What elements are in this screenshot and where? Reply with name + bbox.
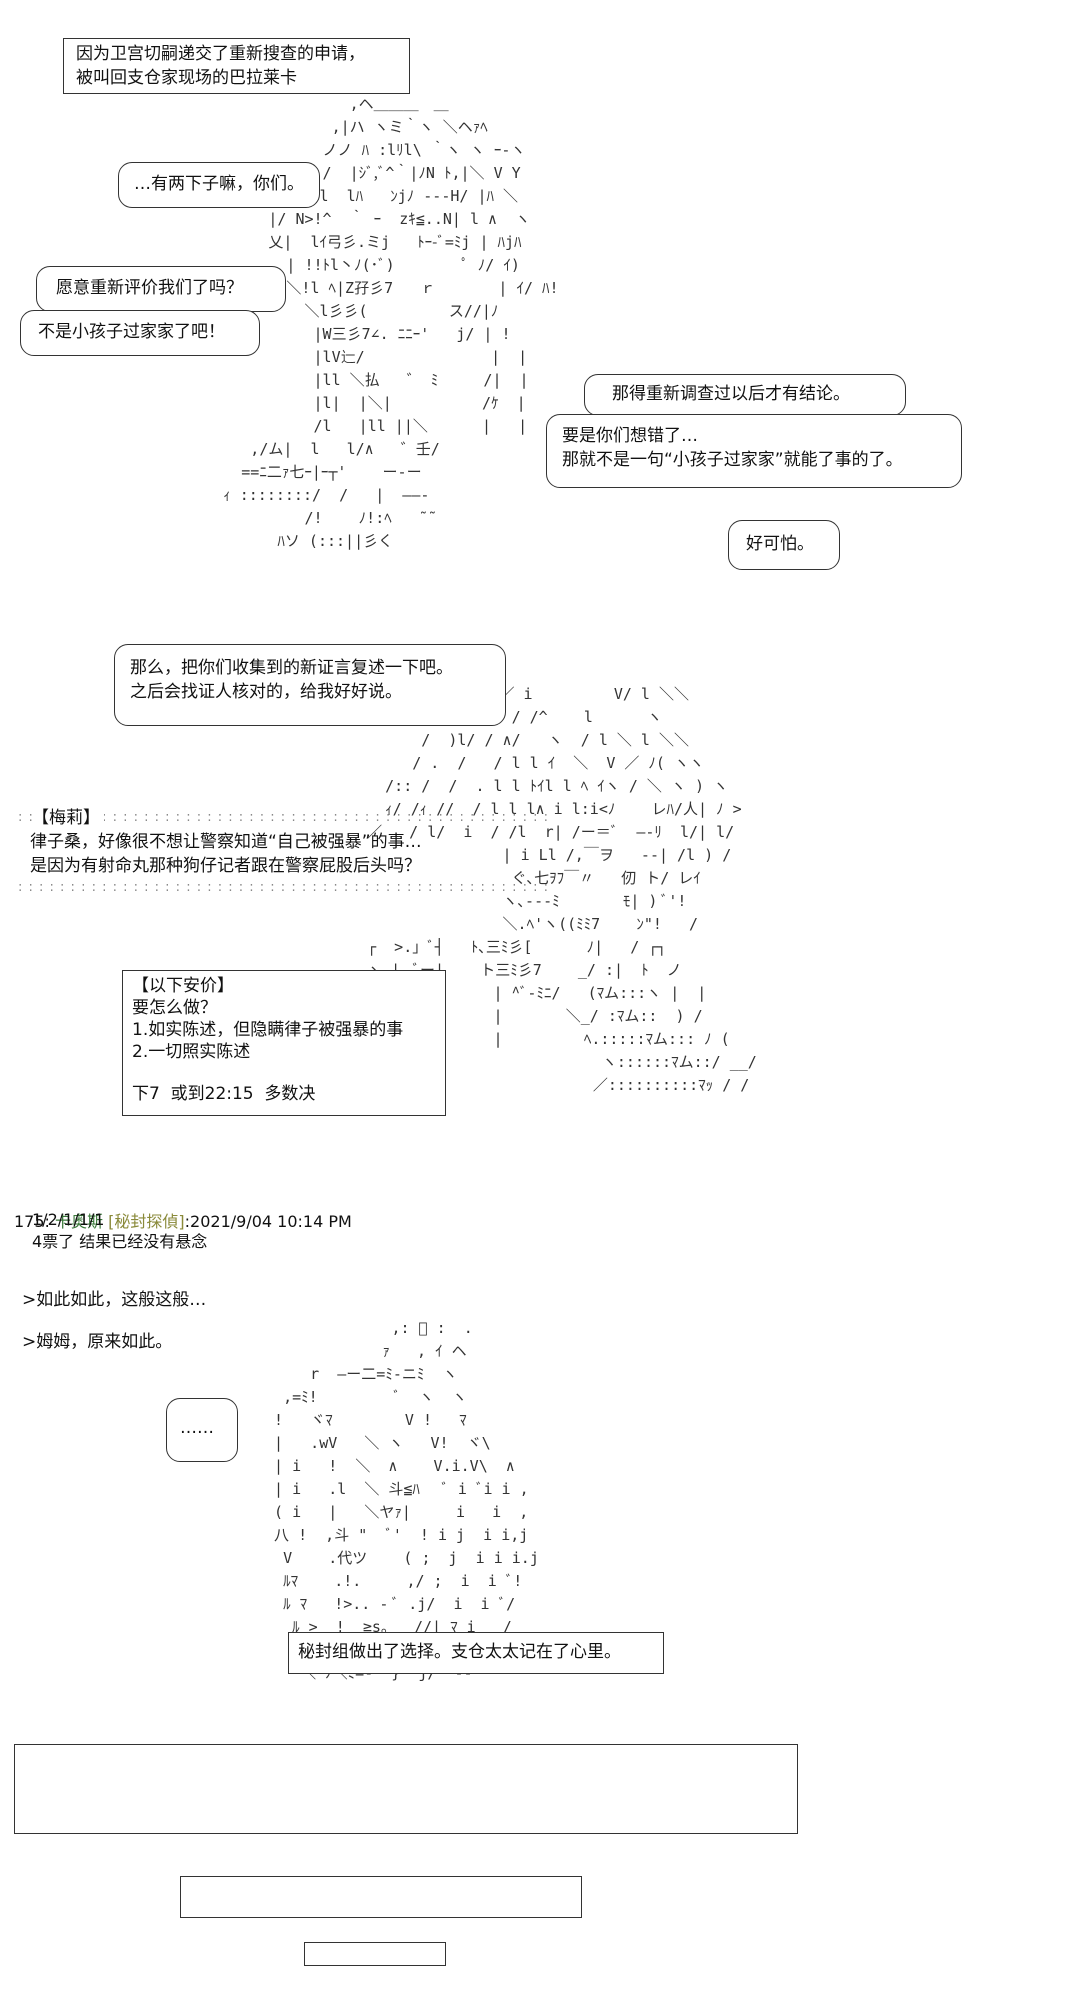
post-author[interactable]: 卡奥斯 bbox=[55, 1212, 104, 1231]
speaker-label: 【梅莉】 bbox=[32, 806, 104, 830]
panel3-line-1: >如此如此，这般这般… bbox=[22, 1290, 207, 1310]
speech-bubble-2a bbox=[114, 644, 506, 726]
post-timestamp: 2021/9/04 10:14 PM bbox=[190, 1212, 352, 1231]
post-number: 175 bbox=[14, 1212, 45, 1231]
caption-text: 秘封组做出了选择。支仓太太记在了心里。 bbox=[298, 1642, 621, 1662]
character-ascii-art-3: ,: ﾞ : . ｧ , ｲ ヘ r ―ー二=ﾐ-ニﾐ ヽ ,=ﾐ! ﾞ ヽ ヽ… bbox=[274, 1319, 539, 1682]
speech-bubble-3 bbox=[166, 1398, 238, 1462]
speech-bubble-c bbox=[20, 310, 260, 356]
speech-bubble-a bbox=[118, 162, 320, 208]
thought-border-bottom: : : : : : : : : : : : : : : : : : : : : … bbox=[18, 880, 549, 895]
empty-panel-small bbox=[304, 1942, 446, 1966]
bubble-2a-line-1: 那么，把你们收集到的新证言复述一下吧。 bbox=[130, 658, 453, 678]
bubble-e-line-1: 要是你们想错了… bbox=[562, 426, 698, 446]
bubble-d-text: 那得重新调查过以后才有结论。 bbox=[612, 384, 850, 404]
character-ascii-art: ,ヘ＿＿＿ ＿ ,|ハ ヽミ｀ヽ ＼ヘｧﾍ ノノ ﾊ :lﾘl\ ｀ヽ ヽ ｰ-… bbox=[223, 95, 559, 550]
choice-option-1: 1.如实陈述，但隐瞒律子被强暴的事 bbox=[132, 1020, 404, 1040]
narration-line-2: 被叫回支仓家现场的巴拉莱卡 bbox=[76, 68, 297, 88]
post-line-1: 1/2/1/1/1 bbox=[32, 1210, 105, 1229]
bubble-a-text: …有两下子嘛，你们。 bbox=[134, 174, 304, 194]
speech-bubble-e bbox=[546, 414, 962, 488]
narration-box bbox=[63, 38, 410, 94]
thought-border-top: : : : : : : : : : : : : : : : : : : : : … bbox=[18, 810, 549, 825]
bubble-c-text: 不是小孩子过家家了吧！ bbox=[38, 322, 225, 342]
post-line-2: 4票了 结果已经没有悬念 bbox=[32, 1232, 208, 1251]
bubble-2a-line-2: 之后会找证人核对的，给我好好说。 bbox=[130, 682, 402, 702]
empty-panel-medium bbox=[180, 1876, 582, 1918]
narration-line-1: 因为卫宫切嗣递交了重新搜查的申请， bbox=[76, 44, 365, 64]
bubble-e-line-2: 那就不是一句“小孩子过家家”就能了事的了。 bbox=[562, 450, 903, 470]
thought-line-1: 律子桑，好像很不想让警察知道“自己被强暴”的事… bbox=[30, 832, 422, 852]
choice-footer: 下7 或到22:15 多数决 bbox=[132, 1084, 316, 1104]
choice-box bbox=[122, 970, 446, 1116]
bubble-f-text: 好可怕。 bbox=[746, 534, 814, 554]
bubble-b-text: 愿意重新评价我们了吗？ bbox=[56, 278, 243, 298]
panel3-line-2: >姆姆，原来如此。 bbox=[22, 1332, 173, 1352]
caption-box bbox=[288, 1632, 664, 1674]
post-trip: [秘封探偵] bbox=[108, 1212, 185, 1231]
thought-line-2: 是因为有射命丸那种狗仔记者跟在警察屁股后头吗？ bbox=[30, 856, 421, 876]
post-header: 175: 卡奥斯 [秘封探偵]:2021/9/04 10:14 PM bbox=[14, 1212, 352, 1231]
speech-bubble-f bbox=[728, 520, 840, 570]
choice-option-2: 2.一切照实陈述 bbox=[132, 1042, 251, 1062]
choice-question: 要怎么做？ bbox=[132, 998, 217, 1018]
bubble-3-text: …… bbox=[180, 1418, 214, 1438]
empty-panel-large bbox=[14, 1744, 798, 1834]
choice-title: 【以下安价】 bbox=[132, 976, 234, 996]
